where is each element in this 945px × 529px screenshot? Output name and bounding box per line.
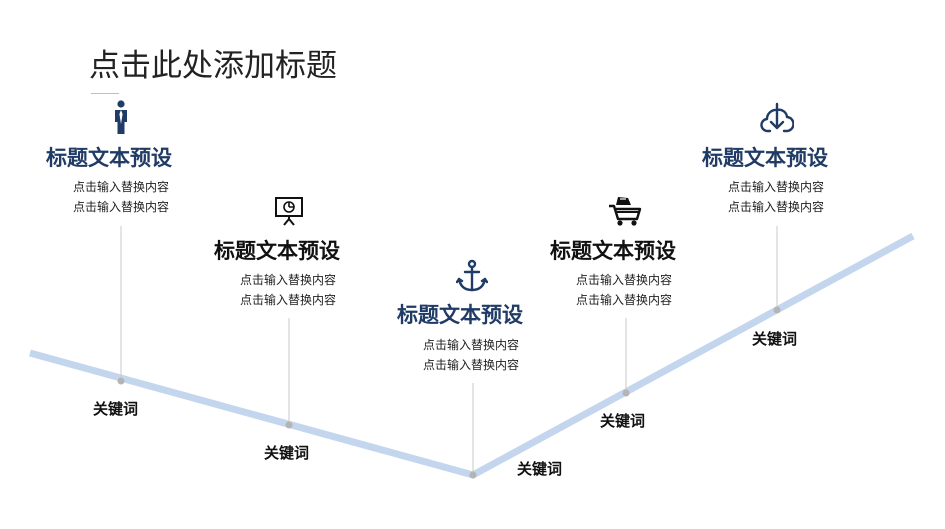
- title-underline: [91, 93, 119, 94]
- item-3-desc-line-1: 点击输入替换内容: [423, 338, 520, 352]
- item-1-desc-line-1: 点击输入替换内容: [73, 180, 170, 194]
- presentation-icon: [271, 193, 307, 229]
- item-5-desc-line-2: 点击输入替换内容: [728, 200, 825, 214]
- timeline-dot-2: [285, 421, 293, 429]
- timeline-dot-3: [469, 471, 477, 479]
- item-5-description: 点击输入替换内容 点击输入替换内容: [728, 177, 824, 217]
- item-3-description: 点击输入替换内容 点击输入替换内容: [423, 335, 519, 375]
- item-2-desc-line-1: 点击输入替换内容: [240, 273, 337, 287]
- item-5-heading: 标题文本预设: [702, 146, 828, 170]
- cloud-download-icon: [759, 100, 795, 136]
- item-2-description: 点击输入替换内容 点击输入替换内容: [240, 270, 336, 310]
- item-3-heading: 标题文本预设: [397, 303, 523, 327]
- item-4-desc-line-1: 点击输入替换内容: [576, 273, 673, 287]
- item-4-heading: 标题文本预设: [550, 239, 676, 263]
- item-1-desc-line-2: 点击输入替换内容: [73, 200, 170, 214]
- item-2-heading: 标题文本预设: [214, 239, 340, 263]
- item-4-description: 点击输入替换内容 点击输入替换内容: [576, 270, 672, 310]
- slide-title[interactable]: 点击此处添加标题: [89, 48, 337, 84]
- item-1-description: 点击输入替换内容 点击输入替换内容: [73, 177, 169, 217]
- item-4-keyword: 关键词: [600, 412, 646, 430]
- item-1-heading: 标题文本预设: [46, 146, 172, 170]
- item-2-desc-line-2: 点击输入替换内容: [240, 293, 337, 307]
- item-1-keyword: 关键词: [93, 400, 139, 418]
- item-3-desc-line-2: 点击输入替换内容: [423, 358, 520, 372]
- item-3-keyword: 关键词: [517, 460, 563, 478]
- item-2-keyword: 关键词: [264, 444, 310, 462]
- item-5-keyword: 关键词: [752, 330, 798, 348]
- anchor-icon: [454, 258, 490, 294]
- timeline-dot-1: [117, 377, 125, 385]
- item-5-desc-line-1: 点击输入替换内容: [728, 180, 825, 194]
- item-4-desc-line-2: 点击输入替换内容: [576, 293, 673, 307]
- timeline-dot-5: [773, 306, 781, 314]
- timeline-dot-4: [622, 389, 630, 397]
- cart-icon: [607, 193, 643, 229]
- person-icon: [103, 100, 139, 136]
